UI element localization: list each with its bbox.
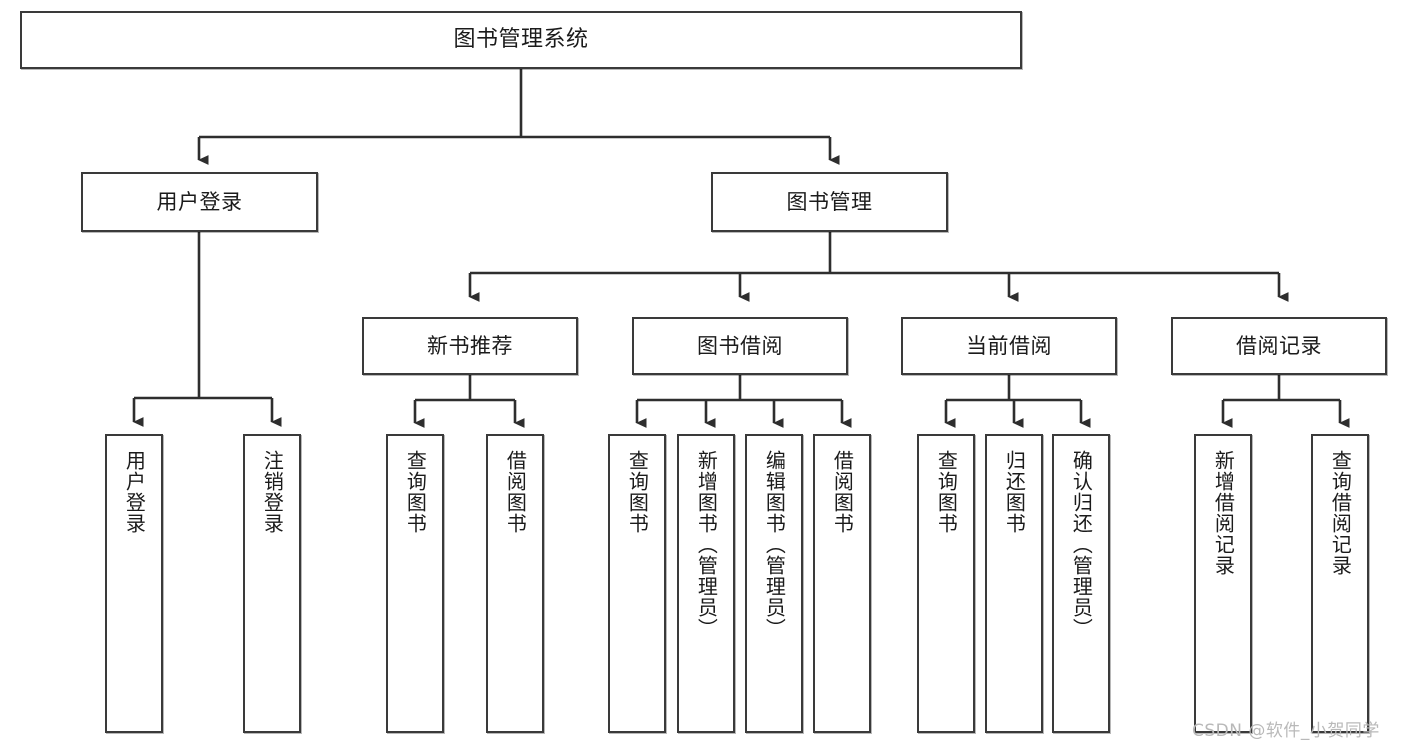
csdn-watermark: CSDN @软件_小贺同学 <box>1192 721 1380 741</box>
node-label: 查询图书 <box>625 450 650 534</box>
node-label: 查询图书 <box>934 450 959 534</box>
node-root-system[interactable]: 图书管理系统 <box>20 11 1022 69</box>
node-current-borrow[interactable]: 当前借阅 <box>901 317 1117 375</box>
leaf-query-book-borrow[interactable]: 查询图书 <box>608 434 666 733</box>
leaf-borrow-book-recommend[interactable]: 借阅图书 <box>486 434 544 733</box>
node-label: 注销登录 <box>260 450 285 534</box>
leaf-return-book[interactable]: 归还图书 <box>985 434 1043 733</box>
leaf-add-book[interactable]: 新增图书（管理员） <box>677 434 735 733</box>
node-label: 新书推荐 <box>427 333 513 358</box>
leaf-confirm-return[interactable]: 确认归还（管理员） <box>1052 434 1110 733</box>
node-label: 新增图书（管理员） <box>694 450 719 639</box>
node-label: 当前借阅 <box>966 333 1052 358</box>
leaf-query-book-recommend[interactable]: 查询图书 <box>386 434 444 733</box>
node-label: 借阅图书 <box>830 450 855 534</box>
leaf-logout[interactable]: 注销登录 <box>243 434 301 733</box>
node-label: 编辑图书（管理员） <box>762 450 787 639</box>
node-label: 确认归还（管理员） <box>1069 450 1094 639</box>
node-new-book-recommend[interactable]: 新书推荐 <box>362 317 578 375</box>
leaf-borrow-book[interactable]: 借阅图书 <box>813 434 871 733</box>
node-label: 查询借阅记录 <box>1328 450 1353 576</box>
node-label: 图书借阅 <box>697 333 783 358</box>
node-label: 用户登录 <box>156 189 243 214</box>
leaf-query-borrow-record[interactable]: 查询借阅记录 <box>1311 434 1369 733</box>
node-label: 用户登录 <box>122 450 147 534</box>
node-label: 借阅图书 <box>503 450 528 534</box>
node-label: 借阅记录 <box>1236 333 1322 358</box>
node-label: 新增借阅记录 <box>1211 450 1236 576</box>
node-user-login[interactable]: 用户登录 <box>81 172 318 232</box>
leaf-user-login[interactable]: 用户登录 <box>105 434 163 733</box>
node-borrow-record[interactable]: 借阅记录 <box>1171 317 1387 375</box>
node-label: 归还图书 <box>1002 450 1027 534</box>
node-label: 图书管理 <box>786 189 873 214</box>
node-book-manage[interactable]: 图书管理 <box>711 172 948 232</box>
leaf-add-borrow-record[interactable]: 新增借阅记录 <box>1194 434 1252 733</box>
node-label: 图书管理系统 <box>453 27 589 53</box>
leaf-edit-book[interactable]: 编辑图书（管理员） <box>745 434 803 733</box>
node-book-borrow[interactable]: 图书借阅 <box>632 317 848 375</box>
leaf-query-book-current[interactable]: 查询图书 <box>917 434 975 733</box>
node-label: 查询图书 <box>403 450 428 534</box>
